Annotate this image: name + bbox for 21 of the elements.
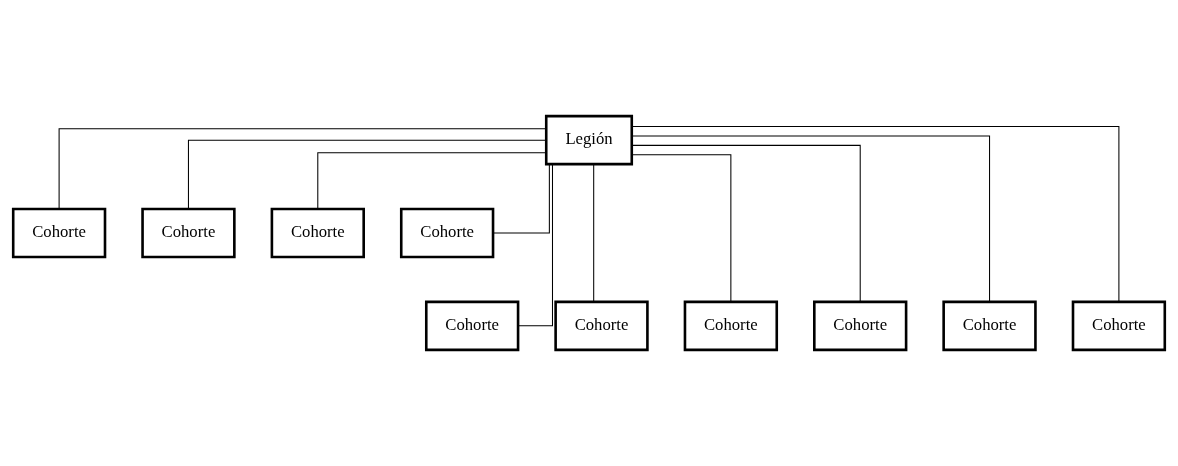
connector <box>593 163 595 303</box>
connector <box>631 135 991 303</box>
node-box: Legión <box>544 114 634 166</box>
node-box: Cohorte <box>399 207 495 259</box>
connector <box>317 152 547 210</box>
connector <box>58 128 547 210</box>
connector <box>187 139 547 210</box>
node-box: Cohorte <box>683 300 779 352</box>
connector <box>631 126 1120 303</box>
connector <box>517 163 553 327</box>
node-box: Cohorte <box>270 207 365 259</box>
node-box: Cohorte <box>141 207 236 259</box>
node-box: Cohorte <box>813 300 908 352</box>
connector <box>631 154 732 303</box>
connector <box>631 144 861 302</box>
node-box: Cohorte <box>554 300 649 352</box>
node-box: Cohorte <box>1071 300 1167 352</box>
connector <box>492 164 550 234</box>
node-box: Cohorte <box>11 207 107 259</box>
node-box: Cohorte <box>942 300 1037 352</box>
node-box: Cohorte <box>424 300 520 352</box>
